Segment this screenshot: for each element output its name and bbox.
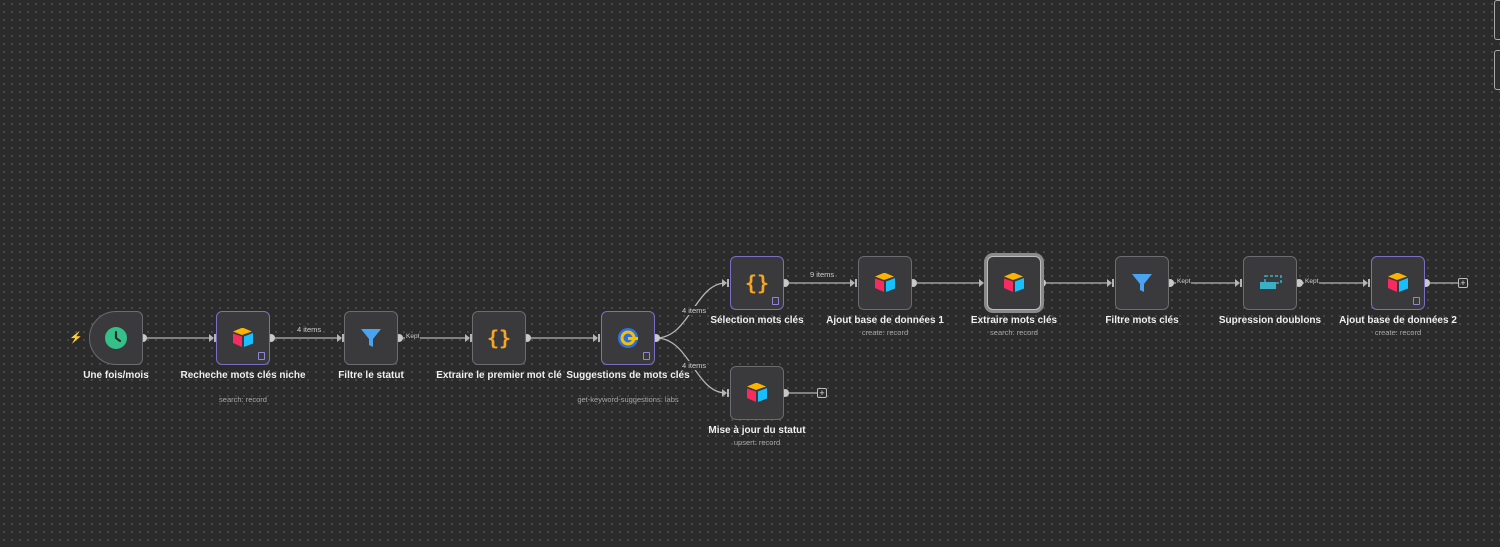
airtable-icon xyxy=(875,273,895,292)
node-label: Sélection mots clés xyxy=(710,315,804,326)
clock-icon xyxy=(105,327,127,349)
node-airtable-create-2[interactable] xyxy=(1371,256,1425,310)
node-subtitle: create: record xyxy=(1374,328,1422,337)
remove-duplicates-icon xyxy=(1260,275,1282,289)
node-status-indicator xyxy=(258,352,265,360)
edge-label-kept: Kept xyxy=(1304,278,1320,285)
node-status-indicator xyxy=(643,352,650,360)
airtable-icon xyxy=(233,328,253,347)
arrow-n3 xyxy=(337,334,342,342)
node-label: Suggestions de mots clés xyxy=(566,370,690,381)
node-filter-keywords[interactable] xyxy=(1115,256,1169,310)
node-label: Recheche mots clés niche xyxy=(180,370,306,381)
dataforseo-icon xyxy=(618,328,638,348)
output-dot-n11 xyxy=(1295,279,1303,287)
airtable-icon xyxy=(747,383,767,402)
arrow-n11 xyxy=(1235,279,1240,287)
node-dataforseo-suggestions[interactable] xyxy=(601,311,655,365)
node-schedule-trigger[interactable] xyxy=(89,311,143,365)
node-label: Extraire le premier mot clé xyxy=(436,370,562,381)
edge-label-items: 9 items xyxy=(809,270,836,279)
node-label: Filtre mots clés xyxy=(1105,315,1179,326)
arrow-n9 xyxy=(979,279,984,287)
node-airtable-upsert[interactable] xyxy=(730,366,784,420)
node-airtable-search[interactable] xyxy=(216,311,270,365)
add-node-button[interactable]: + xyxy=(1458,278,1468,288)
edge-label-items: 4 items xyxy=(296,325,323,334)
node-code-extract-first[interactable]: {} xyxy=(472,311,526,365)
node-airtable-create-1[interactable] xyxy=(858,256,912,310)
filter-icon xyxy=(1132,274,1152,292)
node-subtitle: create: record xyxy=(861,328,909,337)
node-label: Une fois/mois xyxy=(83,370,149,381)
node-label: Supression doublons xyxy=(1218,315,1322,326)
side-panel-tab[interactable] xyxy=(1494,0,1500,40)
node-filter-status[interactable] xyxy=(344,311,398,365)
node-label: Mise à jour du statut xyxy=(708,425,806,436)
arrow-n4 xyxy=(465,334,470,342)
node-subtitle: get-keyword-suggestions: labs xyxy=(577,395,679,404)
node-remove-duplicates[interactable] xyxy=(1243,256,1297,310)
add-node-button[interactable]: + xyxy=(817,388,827,398)
node-subtitle: search: record xyxy=(990,328,1038,337)
arrow-n2 xyxy=(209,334,214,342)
arrow-n10 xyxy=(1107,279,1112,287)
node-label: Extraire mots clés xyxy=(970,315,1058,326)
node-label: Ajout base de données 2 xyxy=(1339,315,1457,326)
edge-label-kept: Kept xyxy=(405,333,421,340)
airtable-icon xyxy=(1004,273,1024,292)
node-subtitle: search: record xyxy=(219,395,267,404)
arrow-n12 xyxy=(1363,279,1368,287)
arrow-n7 xyxy=(722,389,727,397)
edge-label-items: 4 items xyxy=(681,361,708,370)
airtable-icon xyxy=(1388,273,1408,292)
edge-label-kept: Kept xyxy=(1176,278,1192,285)
arrow-n5 xyxy=(593,334,598,342)
node-subtitle: upsert: record xyxy=(733,438,781,447)
arrow-n6 xyxy=(722,279,727,287)
side-panel-tab[interactable] xyxy=(1494,50,1500,90)
svg-text:{}: {} xyxy=(487,326,511,350)
node-status-indicator xyxy=(772,297,779,305)
node-status-indicator xyxy=(1413,297,1420,305)
filter-icon xyxy=(361,329,381,347)
svg-text:{}: {} xyxy=(745,271,769,295)
node-label: Ajout base de données 1 xyxy=(826,315,944,326)
arrow-n8 xyxy=(850,279,855,287)
node-code-select-keywords[interactable]: {} xyxy=(730,256,784,310)
node-label: Filtre le statut xyxy=(338,370,404,381)
trigger-bolt-icon: ⚡ xyxy=(69,332,83,344)
node-airtable-extract[interactable] xyxy=(987,256,1041,310)
edge-label-items: 4 items xyxy=(681,306,708,315)
code-braces-icon: {} xyxy=(745,271,769,295)
code-braces-icon: {} xyxy=(487,326,511,350)
